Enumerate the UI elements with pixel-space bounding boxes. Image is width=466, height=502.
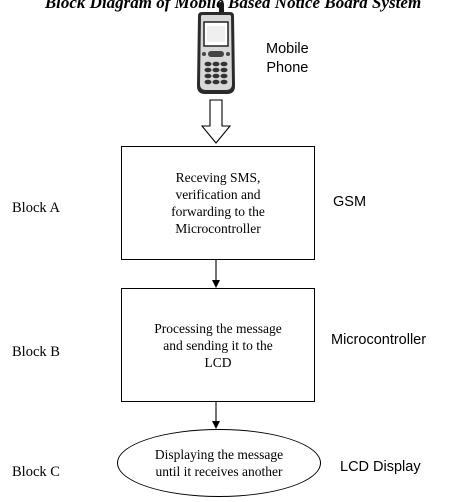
hollow-arrow <box>200 99 232 144</box>
microcontroller-label: Microcontroller <box>331 332 427 348</box>
lcd-display-block-text: Displaying the message until it receives… <box>154 447 284 479</box>
block-c-label: Block C <box>12 464 60 480</box>
phone-label: Mobile Phone <box>266 41 309 76</box>
microcontroller-block: Processing the message and sending it to… <box>121 288 315 402</box>
block-b-label: Block B <box>12 344 60 360</box>
page-title: Block Diagram of Mobile Based Notice Boa… <box>44 0 422 12</box>
microcontroller-block-text: Processing the message and sending it to… <box>154 320 282 370</box>
lcd-display-label: LCD Display <box>340 459 421 475</box>
block-a-label: Block A <box>12 200 60 216</box>
gsm-block: Receving SMS, verification and forwardin… <box>121 146 315 260</box>
gsm-label: GSM <box>333 194 367 210</box>
lcd-display-block: Displaying the message until it receives… <box>117 429 321 497</box>
gsm-block-text: Receving SMS, verification and forwardin… <box>171 170 265 236</box>
mobile-phone-icon <box>192 2 240 98</box>
